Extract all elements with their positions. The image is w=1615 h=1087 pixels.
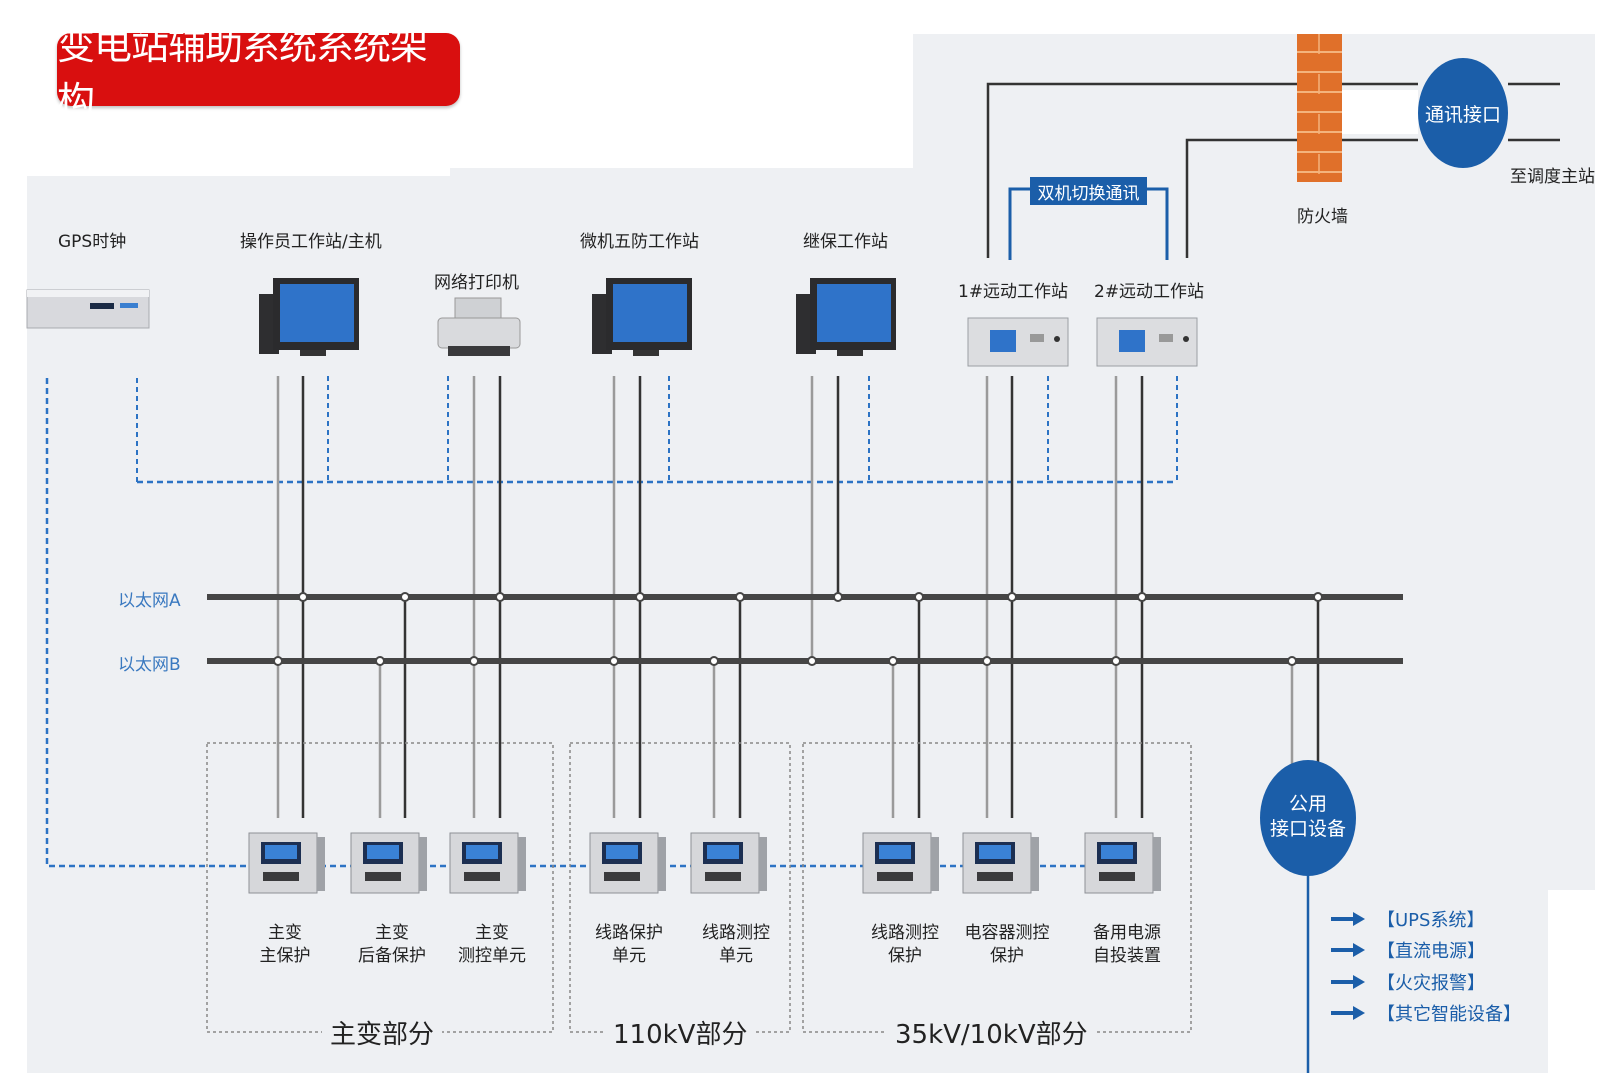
telecontrol-2-label: 2#远动工作站 xyxy=(1094,282,1205,302)
protection-unit-1 xyxy=(248,832,325,894)
firewall-bridge xyxy=(1342,90,1418,134)
bus-junctions xyxy=(273,592,1323,666)
dual-switch-link-right xyxy=(1147,187,1169,260)
page-title: 变电站辅助系统系统架构 xyxy=(57,24,460,123)
unit-label-7: 电容器测控保护 xyxy=(964,923,1050,966)
output-other-devices: 【其它智能设备】 xyxy=(1331,1000,1521,1026)
operator-workstation-label: 操作员工作站/主机 xyxy=(240,232,382,252)
operator-workstation-icon xyxy=(259,278,359,356)
arrow-right-icon xyxy=(1331,972,1367,992)
five-prevention-workstation-icon xyxy=(592,278,692,356)
unit-label-6: 线路测控保护 xyxy=(871,923,939,966)
arrow-right-icon xyxy=(1331,909,1367,929)
firewall-icon xyxy=(1297,34,1342,182)
unit-label-1: 主变主保护 xyxy=(259,923,311,966)
output-dc-power: 【直流电源】 xyxy=(1331,937,1485,963)
protection-unit-4 xyxy=(589,832,666,894)
dual-switch-label: 双机切换通讯 xyxy=(1030,177,1147,205)
unit-label-4: 线路保护单元 xyxy=(595,923,663,966)
protection-unit-3 xyxy=(449,832,526,894)
five-prevention-label: 微机五防工作站 xyxy=(580,232,699,252)
telecontrol-2-device xyxy=(1096,317,1198,367)
public-interface-circle xyxy=(1260,760,1356,876)
public-interface-label: 公用接口设备 xyxy=(1269,793,1346,840)
unit-label-2: 主变后备保护 xyxy=(358,923,426,966)
section-title-110kv: 110kV部分 xyxy=(605,1014,756,1051)
output-ups: 【UPS系统】 xyxy=(1331,906,1484,932)
bay-unit-devices xyxy=(248,832,1161,894)
relay-workstation-label: 继保工作站 xyxy=(803,232,888,252)
protection-unit-8 xyxy=(1084,832,1161,894)
comm-interface-label: 通讯接口 xyxy=(1424,104,1501,126)
firewall-label: 防火墙 xyxy=(1297,207,1348,227)
ethernet-a-label: 以太网A xyxy=(118,591,181,611)
telecontrol-1-label: 1#远动工作站 xyxy=(958,282,1069,302)
printer-label: 网络打印机 xyxy=(434,273,519,293)
unit-label-5: 线路测控单元 xyxy=(702,923,770,966)
telecontrol-1-uplink xyxy=(986,82,1297,258)
dual-switch-link-left xyxy=(1008,187,1030,260)
protection-unit-6 xyxy=(862,832,939,894)
section-title-main-transformer: 主变部分 xyxy=(322,1014,443,1051)
arrow-right-icon xyxy=(1331,1003,1367,1023)
telecontrol-1-device xyxy=(967,317,1069,367)
gps-sync-line xyxy=(45,378,230,868)
protection-unit-5 xyxy=(690,832,767,894)
printer-icon xyxy=(437,297,521,356)
ethernet-b-label: 以太网B xyxy=(118,655,181,675)
protection-unit-7 xyxy=(962,832,1039,894)
section-title-35-10kv: 35kV/10kV部分 xyxy=(887,1014,1096,1051)
unit-label-8: 备用电源自投装置 xyxy=(1093,923,1161,966)
output-fire-alarm: 【火灾报警】 xyxy=(1331,969,1485,995)
gps-clock-label: GPS时钟 xyxy=(58,232,127,252)
comm-interface-circle xyxy=(1418,58,1508,168)
gps-clock-device xyxy=(26,289,150,329)
dispatch-label: 至调度主站 xyxy=(1510,167,1595,187)
protection-unit-2 xyxy=(350,832,427,894)
relay-workstation-icon xyxy=(796,278,896,356)
telecontrol-2-uplink xyxy=(1185,138,1297,258)
unit-label-3: 主变测控单元 xyxy=(458,923,526,966)
arrow-right-icon xyxy=(1331,940,1367,960)
